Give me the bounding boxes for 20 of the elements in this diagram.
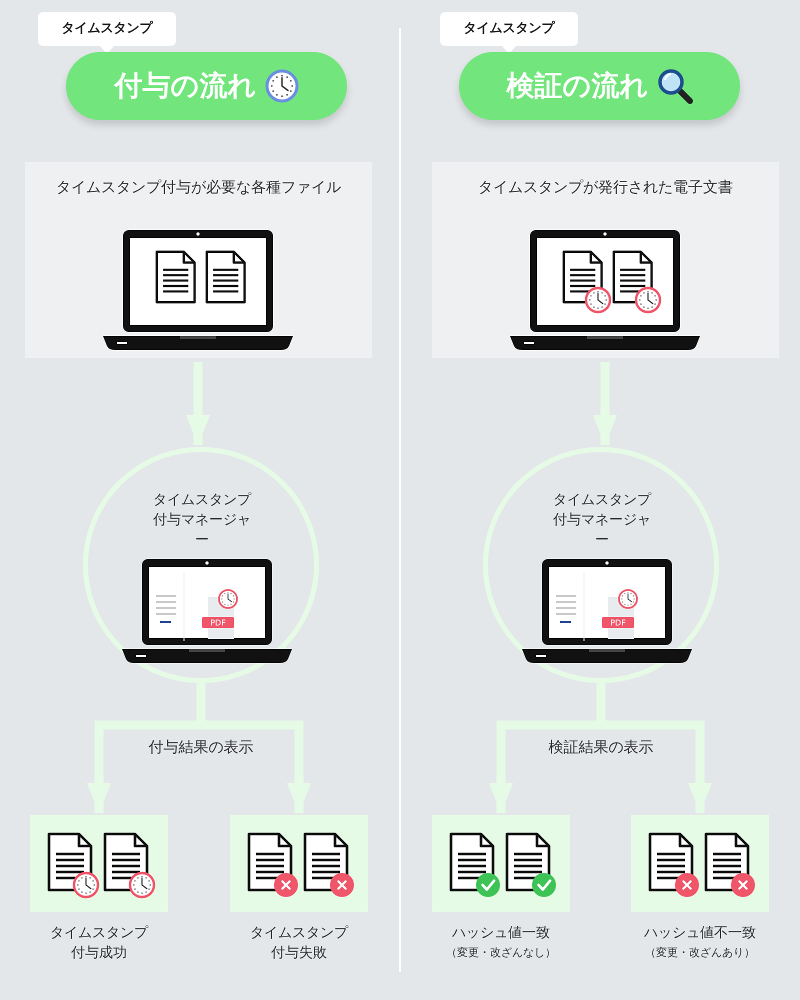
- result-note: （変更・改ざんなし）: [445, 945, 557, 960]
- result-caption: タイムスタンプ付与失敗: [249, 924, 349, 963]
- title-pill: [459, 52, 740, 120]
- content-panel: [432, 162, 779, 358]
- tool-circle: [83, 447, 319, 683]
- file-type-tag: PDF: [202, 617, 234, 628]
- title-text: 付与の流れ: [114, 68, 256, 104]
- title-pill: [66, 52, 347, 120]
- result-caption: タイムスタンプ付与成功: [49, 924, 149, 963]
- panel-heading: タイムスタンプが発行された電子文書: [477, 178, 734, 197]
- file-type-tag: PDF: [602, 617, 634, 628]
- result-note: （変更・改ざんあり）: [644, 945, 756, 960]
- result-caption: ハッシュ値不一致: [643, 924, 757, 943]
- result-caption: ハッシュ値一致: [451, 924, 551, 943]
- content-panel: [25, 162, 372, 358]
- tool-name: タイムスタンプ付与マネージャー: [552, 491, 652, 550]
- tool-circle: [483, 447, 719, 683]
- title-text: 検証の流れ: [506, 68, 648, 104]
- tool-name: タイムスタンプ付与マネージャー: [152, 491, 252, 550]
- panel-heading: タイムスタンプ付与が必要な各種ファイル: [55, 178, 342, 197]
